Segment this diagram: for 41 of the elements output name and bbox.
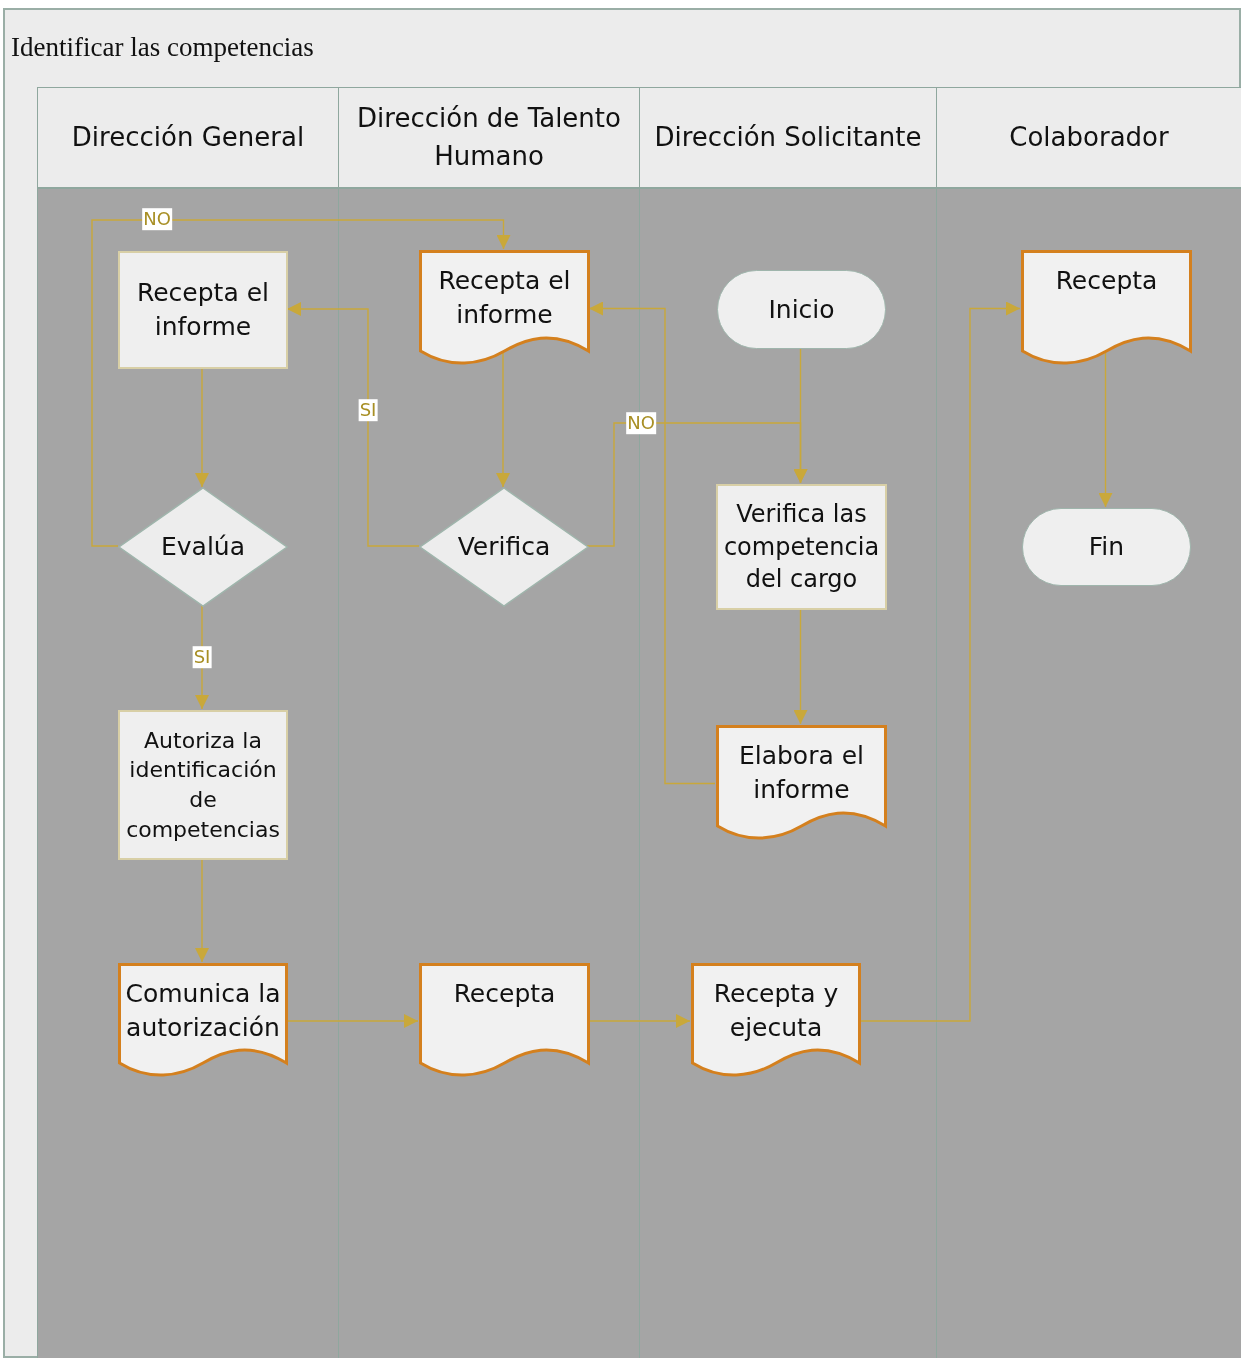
- flow-arrow: [793, 608, 808, 725]
- node-label: Inicio: [768, 293, 835, 326]
- pool-title: Identificar las competencias: [11, 32, 314, 63]
- node-label: Elabora el informe: [737, 740, 866, 806]
- node-label: Recepta el informe: [437, 265, 572, 331]
- node-label: Autoriza la identificación de competencias: [126, 726, 280, 844]
- lane-header: Dirección Solicitante: [640, 88, 936, 189]
- flow-arrow: [588, 1014, 691, 1028]
- edge-label: NO: [626, 412, 656, 434]
- node-label: Comunica la autorización: [124, 978, 282, 1044]
- process-box: [716, 484, 887, 610]
- edge-label: SI: [358, 399, 378, 421]
- flow-arrow: [588, 301, 716, 785]
- edge-label: NO: [142, 208, 172, 230]
- node-label: Verifica: [457, 531, 551, 564]
- node-label: Fin: [1088, 531, 1125, 564]
- lane-header: Colaborador: [937, 88, 1241, 189]
- swimlane: [936, 87, 1241, 1358]
- flow-arrow: [793, 347, 808, 484]
- flow-arrow: [195, 858, 209, 963]
- decision-diamond: [420, 488, 588, 606]
- lane-header: Dirección General: [38, 88, 338, 189]
- flow-arrow: [859, 301, 1021, 1022]
- flow-arrow: [91, 219, 511, 547]
- swimlane: [37, 87, 338, 1358]
- edge-label: SI: [192, 646, 212, 668]
- node-label: Evalúa: [161, 531, 245, 564]
- process-box: [118, 251, 288, 369]
- flow-arrow: [286, 302, 420, 547]
- decision-diamond: [119, 488, 287, 606]
- node-label: Recepta: [453, 978, 556, 1010]
- flow-arrow: [195, 367, 209, 488]
- node-label: Recepta el informe: [136, 277, 270, 343]
- process-box: [118, 710, 288, 860]
- flow-arrow: [195, 604, 209, 710]
- node-label: Verifica las competencia del cargo: [723, 499, 880, 596]
- lane-header: Dirección de Talento Humano: [339, 88, 639, 189]
- node-label: Recepta y ejecuta: [712, 978, 840, 1044]
- flow-arrow: [286, 1014, 419, 1028]
- node-label: Recepta: [1055, 265, 1158, 297]
- swimlane-pool: [3, 8, 1241, 1358]
